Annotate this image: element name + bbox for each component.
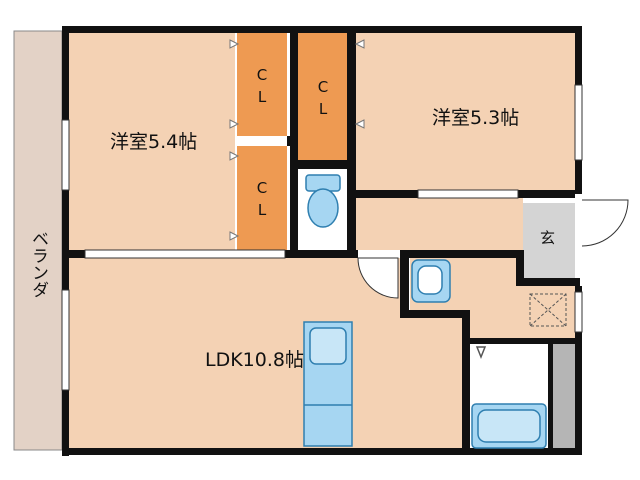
laundry-floor: [410, 258, 575, 338]
closet-door-markers: [229, 39, 365, 241]
veranda-label: ベランダ: [28, 230, 48, 298]
svg-text:C: C: [257, 179, 267, 197]
entrance-label: 玄: [540, 229, 555, 247]
storage-strip: [552, 342, 576, 450]
hallway-floor: [355, 198, 523, 250]
closet-1: [237, 33, 287, 136]
svg-text:L: L: [258, 88, 267, 106]
closet-2: [298, 33, 348, 163]
svg-text:L: L: [258, 201, 267, 219]
closet-2-label: C L: [318, 78, 328, 118]
doors: [357, 199, 629, 299]
closet-1-label: C L: [257, 66, 267, 106]
western-room-1-floor: [68, 31, 235, 252]
western-room-1-label: 洋室5.4帖: [110, 131, 197, 153]
washbasin-icon: [411, 259, 451, 303]
ldk-label: LDK10.8帖: [205, 349, 304, 371]
kitchen-counter-icon: [303, 321, 353, 447]
svg-text:C: C: [257, 66, 267, 84]
ventilation-fan-icon: [529, 293, 567, 327]
svg-text:L: L: [319, 100, 328, 118]
western-room-2-floor: [350, 31, 578, 193]
bathtub-icon: [471, 346, 547, 449]
ldk-floor: [68, 258, 465, 450]
veranda: [13, 30, 63, 451]
closet-3: [237, 146, 287, 250]
closet-3-label: C L: [257, 179, 267, 219]
toilet-icon: [305, 174, 341, 228]
windows: [61, 84, 583, 391]
entrance-floor: [523, 203, 575, 278]
western-room-2-label: 洋室5.3帖: [432, 107, 519, 129]
svg-text:C: C: [318, 78, 328, 96]
